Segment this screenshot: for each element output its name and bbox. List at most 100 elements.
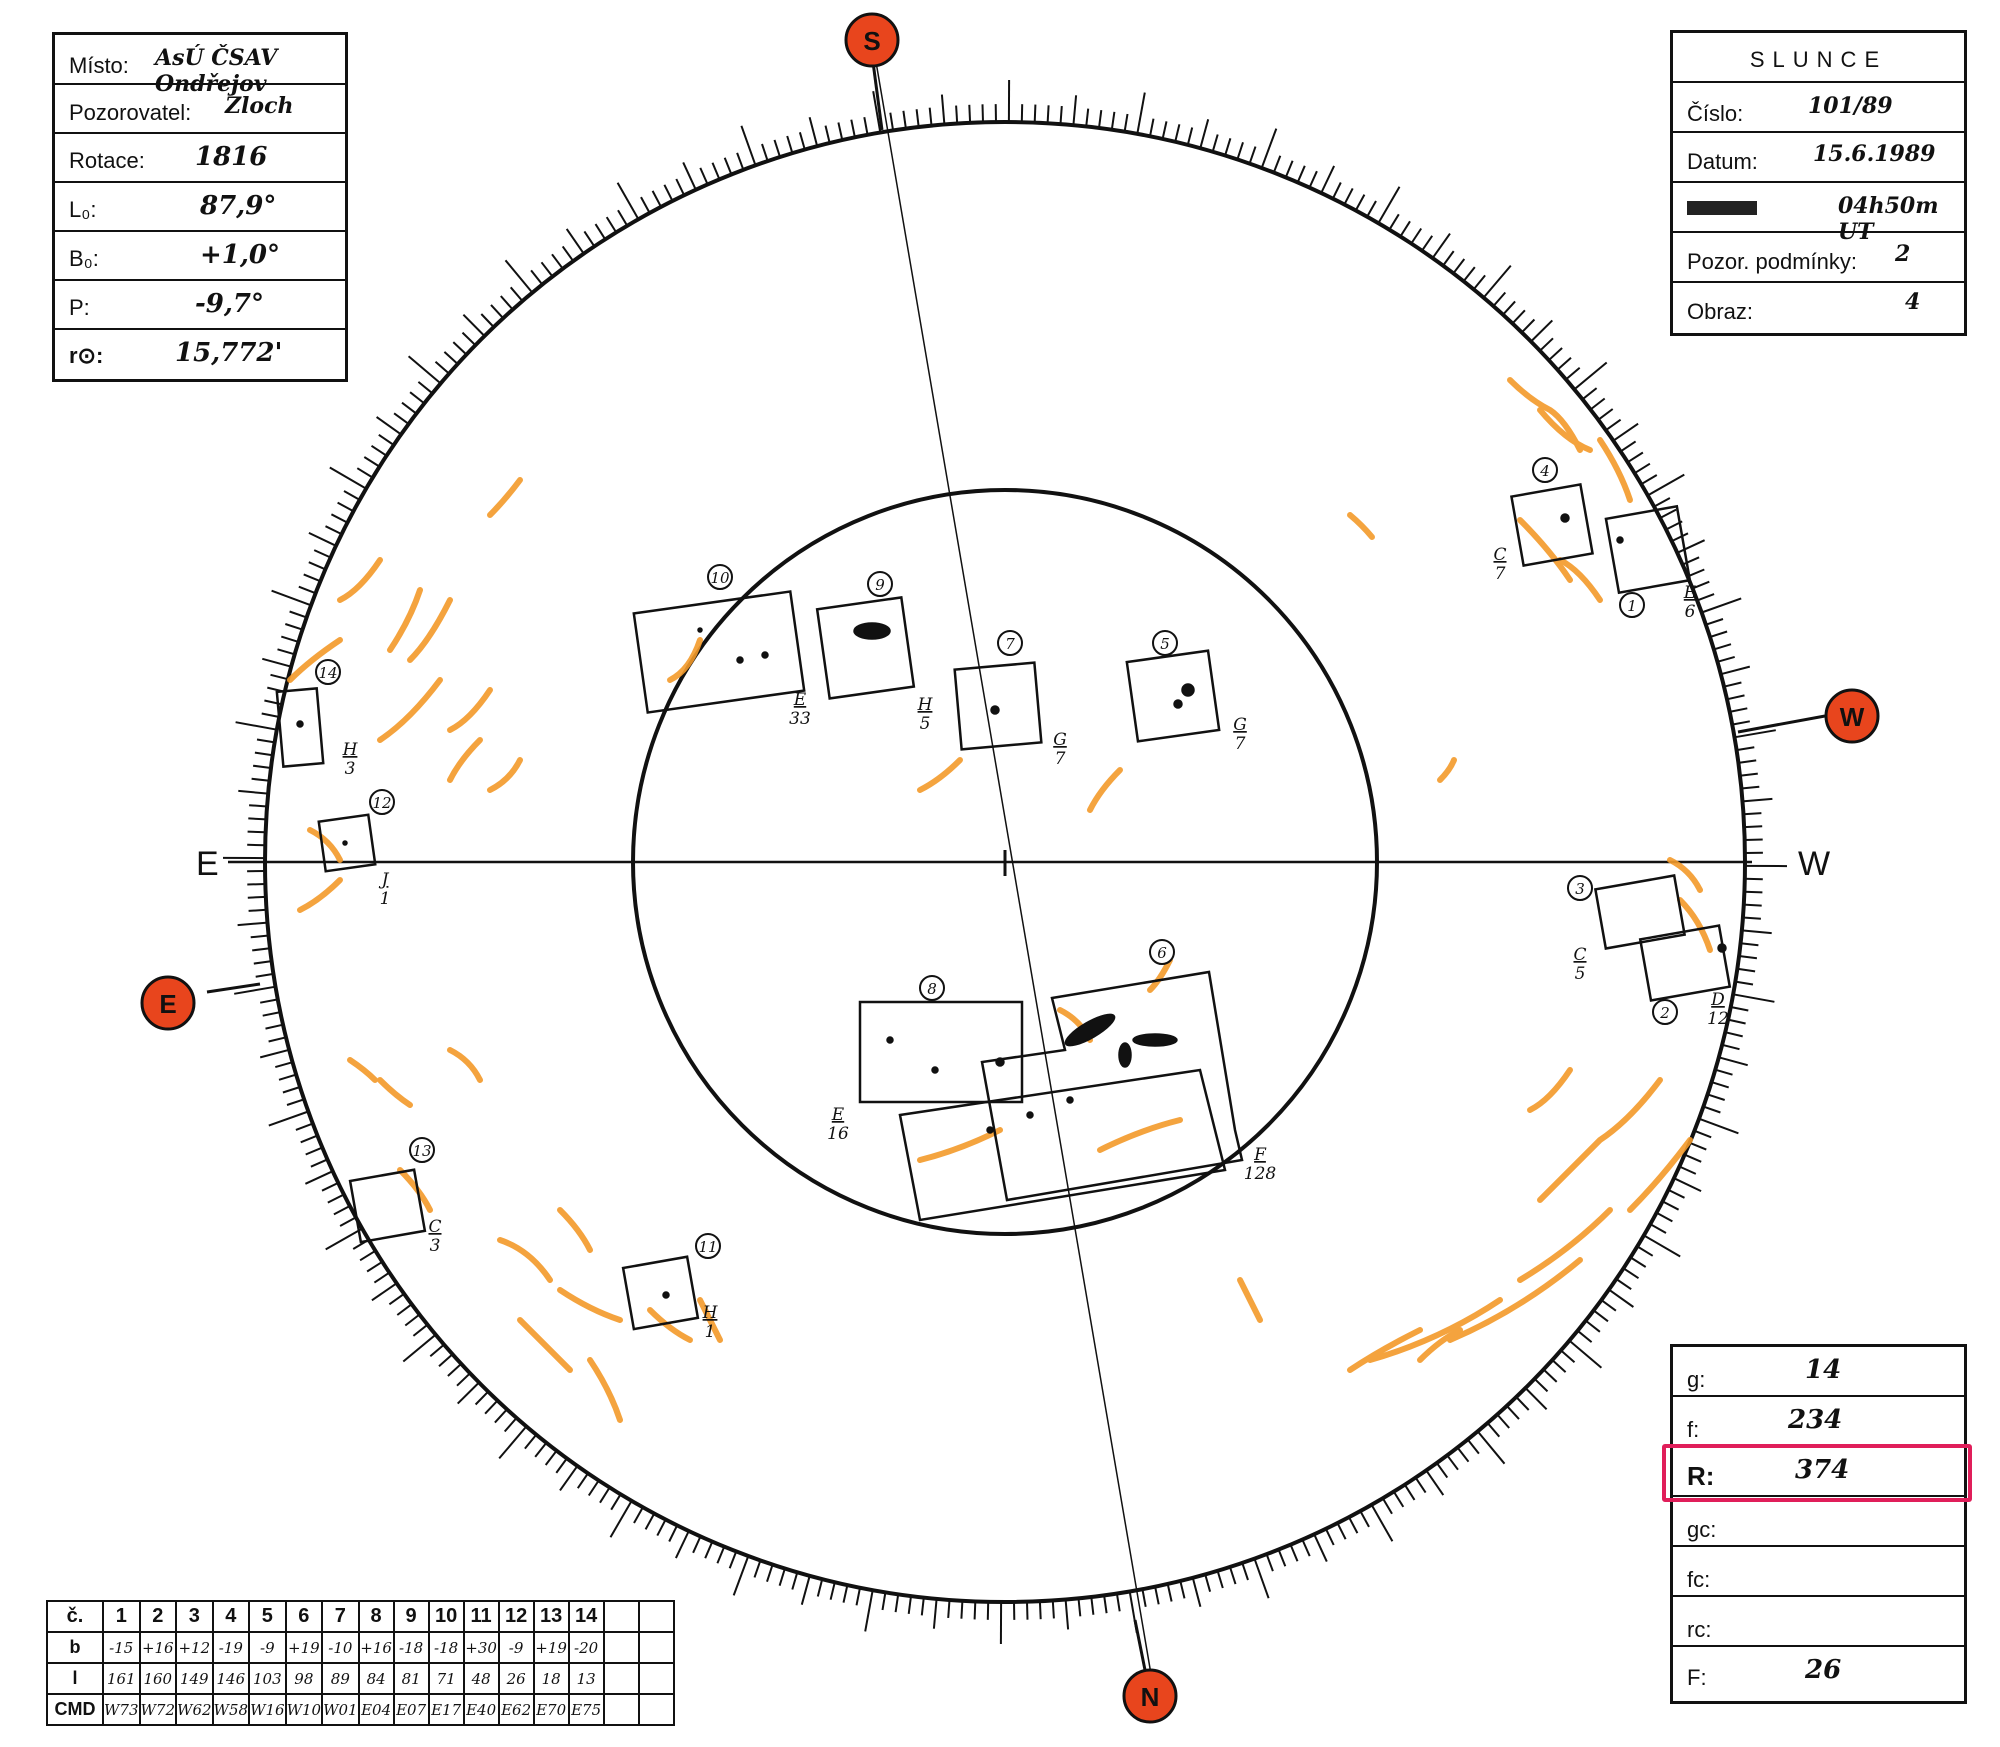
- tick-mark: [434, 360, 450, 375]
- label-g: g:: [1687, 1367, 1706, 1392]
- group-number-4: 4: [1539, 462, 1550, 480]
- tick-mark: [928, 107, 933, 126]
- group-box-14: [275, 687, 325, 768]
- group-number-circle-4: [1532, 457, 1558, 483]
- table-cell: E40: [462, 1693, 500, 1726]
- table-cell: 3: [175, 1600, 214, 1633]
- tick-mark: [1720, 665, 1751, 676]
- tick-mark: [1482, 264, 1512, 299]
- tick-mark: [1744, 838, 1763, 841]
- tick-mark: [1743, 812, 1762, 816]
- tick-mark: [981, 104, 984, 123]
- tick-mark: [371, 1282, 398, 1302]
- tick-mark: [1659, 508, 1677, 519]
- tick-mark: [610, 1493, 622, 1511]
- label-cas-crossed: [1687, 201, 1757, 215]
- tick-mark: [798, 132, 806, 150]
- tick-mark: [1593, 1309, 1609, 1323]
- value-l0: 87,9°: [200, 191, 277, 221]
- tick-mark: [1515, 1396, 1530, 1411]
- tick-mark: [462, 313, 486, 337]
- tick-mark: [1033, 104, 1037, 123]
- table-cell: 1: [102, 1600, 141, 1633]
- table-cell: [637, 1631, 675, 1664]
- tick-mark: [786, 135, 794, 154]
- table-cell: +19: [284, 1631, 324, 1664]
- tick-mark: [248, 908, 267, 912]
- tick-mark: [668, 1524, 678, 1542]
- tick-mark: [1103, 1595, 1108, 1614]
- row-datum: Datum: 15.6.1989: [1673, 133, 1964, 183]
- tick-mark: [447, 1363, 462, 1377]
- tick-mark: [378, 433, 395, 446]
- tick-mark: [1738, 759, 1757, 764]
- tick-mark: [1573, 361, 1608, 391]
- tick-mark: [1726, 694, 1745, 701]
- group-number-1: 1: [1627, 597, 1637, 615]
- group-box-10: [632, 590, 806, 714]
- tick-mark: [289, 610, 307, 619]
- group-class-12: J: [379, 870, 390, 890]
- tick-mark: [1727, 1018, 1746, 1025]
- table-cell: 14: [567, 1600, 605, 1633]
- tick-mark: [1713, 643, 1732, 651]
- tick-mark: [920, 1597, 925, 1616]
- tick-mark: [1284, 160, 1294, 178]
- tick-mark: [1336, 1522, 1347, 1540]
- tick-mark: [1410, 227, 1423, 245]
- tick-mark: [1166, 1583, 1173, 1602]
- tick-mark: [1673, 1177, 1702, 1193]
- tick-mark: [1643, 1234, 1681, 1258]
- value-datum: 15.6.1989: [1813, 141, 1936, 167]
- tick-mark: [1662, 1200, 1680, 1211]
- tick-mark: [1742, 797, 1773, 803]
- group-box-13: [348, 1168, 427, 1244]
- tick-mark: [1735, 980, 1754, 986]
- tick-mark: [237, 921, 268, 927]
- table-cell: 13: [532, 1600, 570, 1633]
- tick-mark: [265, 1023, 284, 1030]
- tick-mark: [1615, 1278, 1632, 1291]
- tick-mark: [1724, 1031, 1743, 1038]
- tick-mark: [1072, 95, 1078, 126]
- tick-mark: [251, 777, 270, 782]
- tick-mark: [932, 1598, 938, 1629]
- marker-E: [140, 975, 196, 1031]
- tick-mark: [1629, 1256, 1647, 1268]
- tick-mark: [393, 412, 410, 425]
- group-number-8: 8: [927, 980, 937, 998]
- tick-mark: [872, 91, 882, 133]
- tick-mark: [1636, 1245, 1654, 1257]
- table-cell: E17: [427, 1693, 465, 1726]
- label-datum: Datum:: [1687, 149, 1758, 174]
- tick-mark: [474, 1390, 489, 1406]
- tick-mark: [940, 94, 946, 125]
- marker-N-label: N: [1141, 1682, 1160, 1712]
- tick-mark: [259, 1048, 290, 1059]
- tick-mark: [1729, 707, 1748, 713]
- table-cell: W72: [138, 1693, 178, 1726]
- tick-mark: [1511, 309, 1526, 325]
- tick-mark: [1684, 1153, 1702, 1163]
- tick-mark: [1472, 274, 1486, 291]
- tick-mark: [544, 1450, 558, 1466]
- group-number-11: 11: [698, 1238, 717, 1256]
- group-number-circle-5: [1152, 630, 1178, 656]
- tick-mark: [1301, 1539, 1311, 1557]
- tick-mark: [402, 1333, 437, 1363]
- tick-mark: [1597, 408, 1614, 421]
- tick-mark: [864, 1589, 874, 1632]
- tick-mark: [396, 1303, 413, 1316]
- tick-mark: [304, 1170, 334, 1185]
- group-number-10: 10: [710, 569, 730, 587]
- group-count-10: 33: [789, 709, 811, 729]
- tick-mark: [308, 561, 326, 571]
- label-cislo: Číslo:: [1687, 101, 1744, 126]
- tick-mark: [330, 513, 348, 524]
- table-cell: -9: [248, 1631, 287, 1664]
- table-cell: 89: [321, 1662, 360, 1695]
- table-cell: 8: [357, 1600, 395, 1633]
- tick-mark: [1110, 111, 1116, 130]
- tick-mark: [1359, 1510, 1370, 1528]
